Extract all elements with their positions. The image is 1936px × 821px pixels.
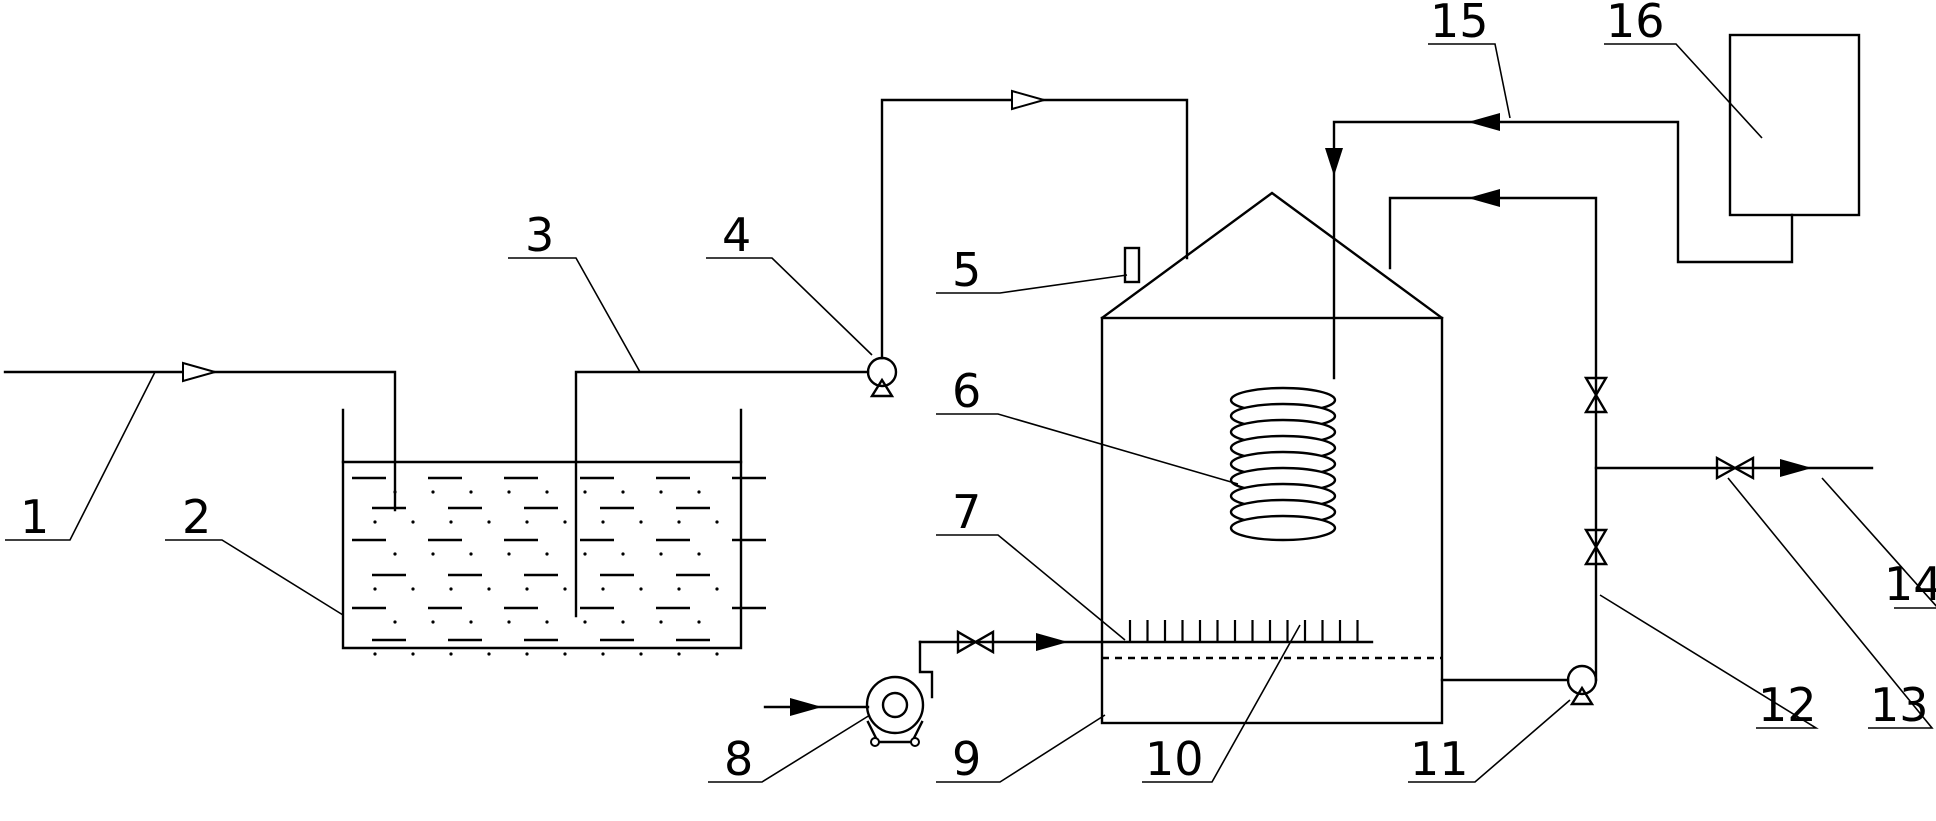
label-3: 3 (525, 208, 554, 262)
recirculation-loop (1388, 189, 1874, 706)
aeration-assembly (918, 620, 1374, 699)
liquid-hatching (352, 476, 766, 656)
label-13: 13 (1870, 678, 1929, 732)
label-2: 2 (182, 490, 211, 544)
label-8: 8 (724, 732, 753, 786)
collection-tank (341, 408, 766, 656)
heating-coil (1229, 386, 1337, 542)
label-14: 14 (1884, 557, 1936, 611)
callout-numbers: 1 2 3 4 5 6 7 8 9 10 11 12 13 14 15 16 (20, 0, 1936, 786)
label-16: 16 (1606, 0, 1665, 48)
label-7: 7 (952, 485, 981, 539)
label-5: 5 (952, 243, 981, 297)
heater-unit (1728, 33, 1861, 217)
label-10: 10 (1145, 732, 1204, 786)
feed-pump (866, 356, 898, 398)
reactor-vessel (1100, 191, 1444, 725)
feed-pipe (574, 89, 1189, 618)
label-4: 4 (722, 208, 751, 262)
label-15: 15 (1430, 0, 1489, 48)
label-12: 12 (1758, 678, 1817, 732)
label-1: 1 (20, 490, 49, 544)
aeration-diffuser (1128, 620, 1359, 642)
label-6: 6 (952, 364, 981, 418)
heating-loop (1325, 113, 1794, 380)
label-9: 9 (952, 732, 981, 786)
air-blower (763, 675, 925, 747)
leader-lines (5, 43, 1936, 783)
inlet-pipe (3, 361, 397, 512)
top-probe (1123, 246, 1141, 284)
label-11: 11 (1410, 732, 1469, 786)
